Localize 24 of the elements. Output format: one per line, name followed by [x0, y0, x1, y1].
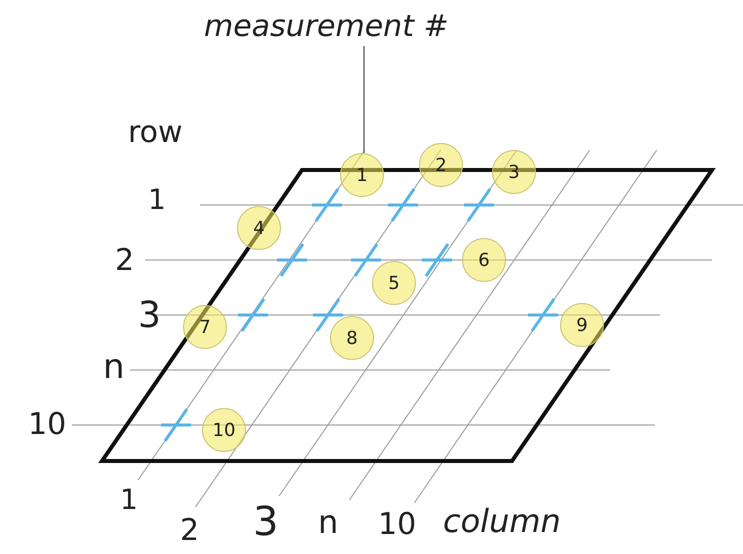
axis-label: 2	[115, 246, 134, 276]
axis-label: 1	[120, 486, 138, 514]
axis-label: 10	[28, 410, 66, 440]
axis-label: 10	[378, 510, 416, 540]
measurement-circle: 2	[419, 143, 463, 187]
measurement-circle: 6	[462, 238, 506, 282]
measurement-circle: 4	[237, 206, 281, 250]
measurement-circle: 10	[202, 408, 246, 452]
axis-label: 2	[180, 516, 200, 546]
measurement-circle: 1	[340, 153, 384, 197]
axis-title: row	[128, 118, 183, 148]
axis-label: 1	[148, 186, 166, 214]
measurement-circle: 8	[330, 316, 374, 360]
axis-title: column	[443, 505, 561, 537]
axis-label: n	[103, 350, 125, 384]
axis-label: 3	[253, 502, 278, 542]
measurement-circle: 5	[372, 261, 416, 305]
callout-text: measurement #	[204, 12, 449, 42]
leader-line	[363, 46, 365, 153]
measurement-circle: 9	[560, 303, 604, 347]
measurement-circle: 3	[492, 150, 536, 194]
measurement-circle: 7	[183, 305, 227, 349]
axis-label: n	[318, 506, 338, 538]
axis-label: 3	[138, 298, 161, 334]
